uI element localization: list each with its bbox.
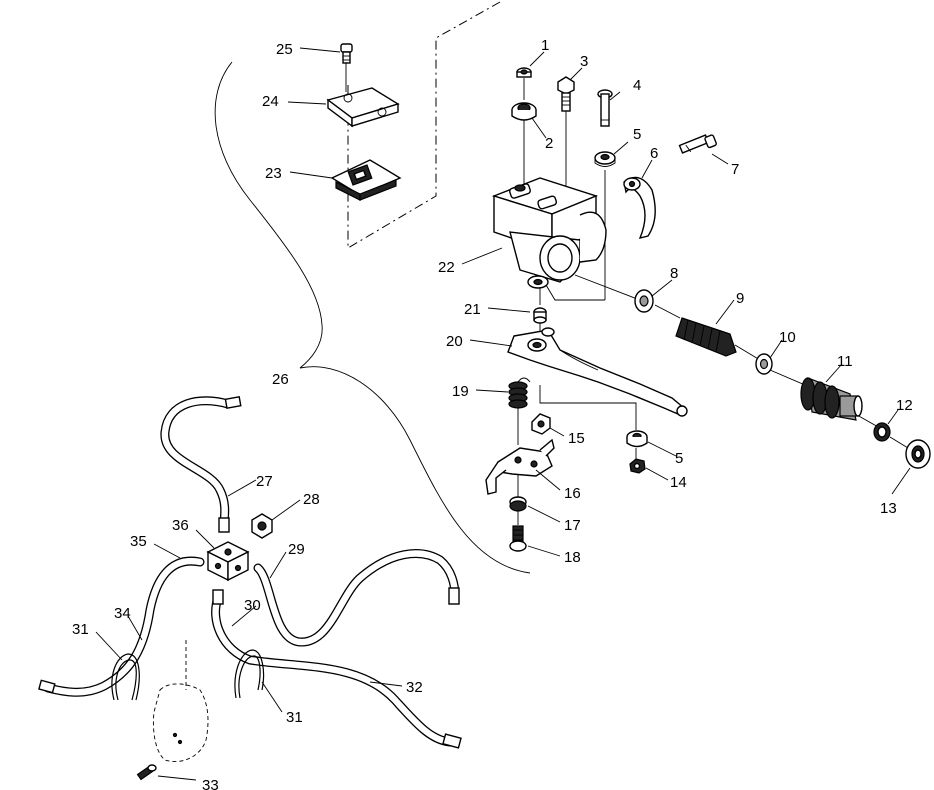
callout-10: 10 (779, 329, 796, 346)
diaphragm-23 (330, 159, 402, 201)
callout-16: 16 (564, 485, 581, 502)
callout-18: 18 (564, 549, 581, 566)
callout-2: 2 (545, 135, 553, 152)
callout-3: 3 (580, 53, 588, 70)
callout-8: 8 (670, 265, 678, 282)
master-cylinder-22 (491, 177, 607, 289)
callout-24: 24 (262, 93, 279, 110)
callout-4: 4 (633, 77, 641, 94)
boot-9 (675, 317, 737, 357)
washer-8 (634, 289, 654, 313)
callout-12: 12 (896, 397, 913, 414)
callout-6: 6 (650, 145, 658, 162)
callout-30: 30 (244, 597, 261, 614)
callout-27: 27 (256, 473, 273, 490)
callout-5-upper: 5 (633, 126, 641, 143)
assembly-lines (345, 62, 909, 525)
switch-bracket-16 (485, 438, 555, 495)
reservoir-boundary (347, 1, 501, 249)
callout-labels: 1 2 3 4 5 6 7 8 9 10 11 12 13 14 15 5 16… (72, 37, 913, 790)
callout-36: 36 (172, 517, 189, 534)
group-outline (214, 61, 531, 574)
snap-ring-12 (873, 422, 891, 442)
screw-7 (678, 134, 717, 154)
callout-14: 14 (670, 474, 687, 491)
reservoir-cover-24 (326, 87, 400, 128)
seal-13 (905, 439, 931, 469)
callout-19: 19 (452, 383, 469, 400)
brake-lever-20 (507, 327, 688, 417)
grommet-17 (509, 496, 527, 512)
bushing-21 (533, 307, 547, 324)
callout-7: 7 (731, 161, 739, 178)
callout-34: 34 (114, 605, 131, 622)
callout-1: 1 (541, 37, 549, 54)
callout-23: 23 (265, 165, 282, 182)
callout-21: 21 (464, 301, 481, 318)
leader-lines (95, 47, 911, 781)
bolt-3 (557, 76, 575, 112)
callout-25: 25 (276, 41, 293, 58)
washer-5-lower (626, 430, 648, 448)
washer-5-upper (594, 151, 616, 167)
pin-4 (597, 89, 613, 127)
callout-28: 28 (303, 491, 320, 508)
bolt-18 (509, 525, 527, 552)
screw-33 (136, 764, 157, 781)
clamp-6 (623, 176, 656, 240)
callout-35: 35 (130, 533, 147, 550)
spring-19 (508, 377, 531, 409)
callout-20: 20 (446, 333, 463, 350)
hose-clamps-31 (111, 649, 265, 701)
nut-15 (531, 413, 551, 435)
callout-11: 11 (837, 353, 853, 370)
callout-29: 29 (288, 541, 305, 558)
callout-17: 17 (564, 517, 581, 534)
callout-31-right: 31 (286, 709, 303, 726)
piston-11 (800, 377, 863, 421)
nut-14 (629, 458, 646, 474)
callout-15: 15 (568, 430, 585, 447)
callout-33: 33 (202, 777, 219, 790)
washer-10 (755, 353, 773, 375)
frame-fragment (153, 640, 209, 762)
callout-22: 22 (438, 259, 455, 276)
callout-26: 26 (272, 371, 289, 388)
callout-32: 32 (406, 679, 423, 696)
grommet-2 (511, 102, 537, 121)
callout-9: 9 (736, 290, 744, 307)
fitting-28 (251, 513, 273, 539)
screw-25 (340, 43, 353, 64)
brake-hoses (38, 396, 462, 749)
callout-31-left: 31 (72, 621, 89, 638)
junction-block-36 (206, 541, 250, 582)
cap-1 (516, 67, 532, 78)
callout-5-lower: 5 (675, 450, 683, 467)
callout-13: 13 (880, 500, 897, 517)
